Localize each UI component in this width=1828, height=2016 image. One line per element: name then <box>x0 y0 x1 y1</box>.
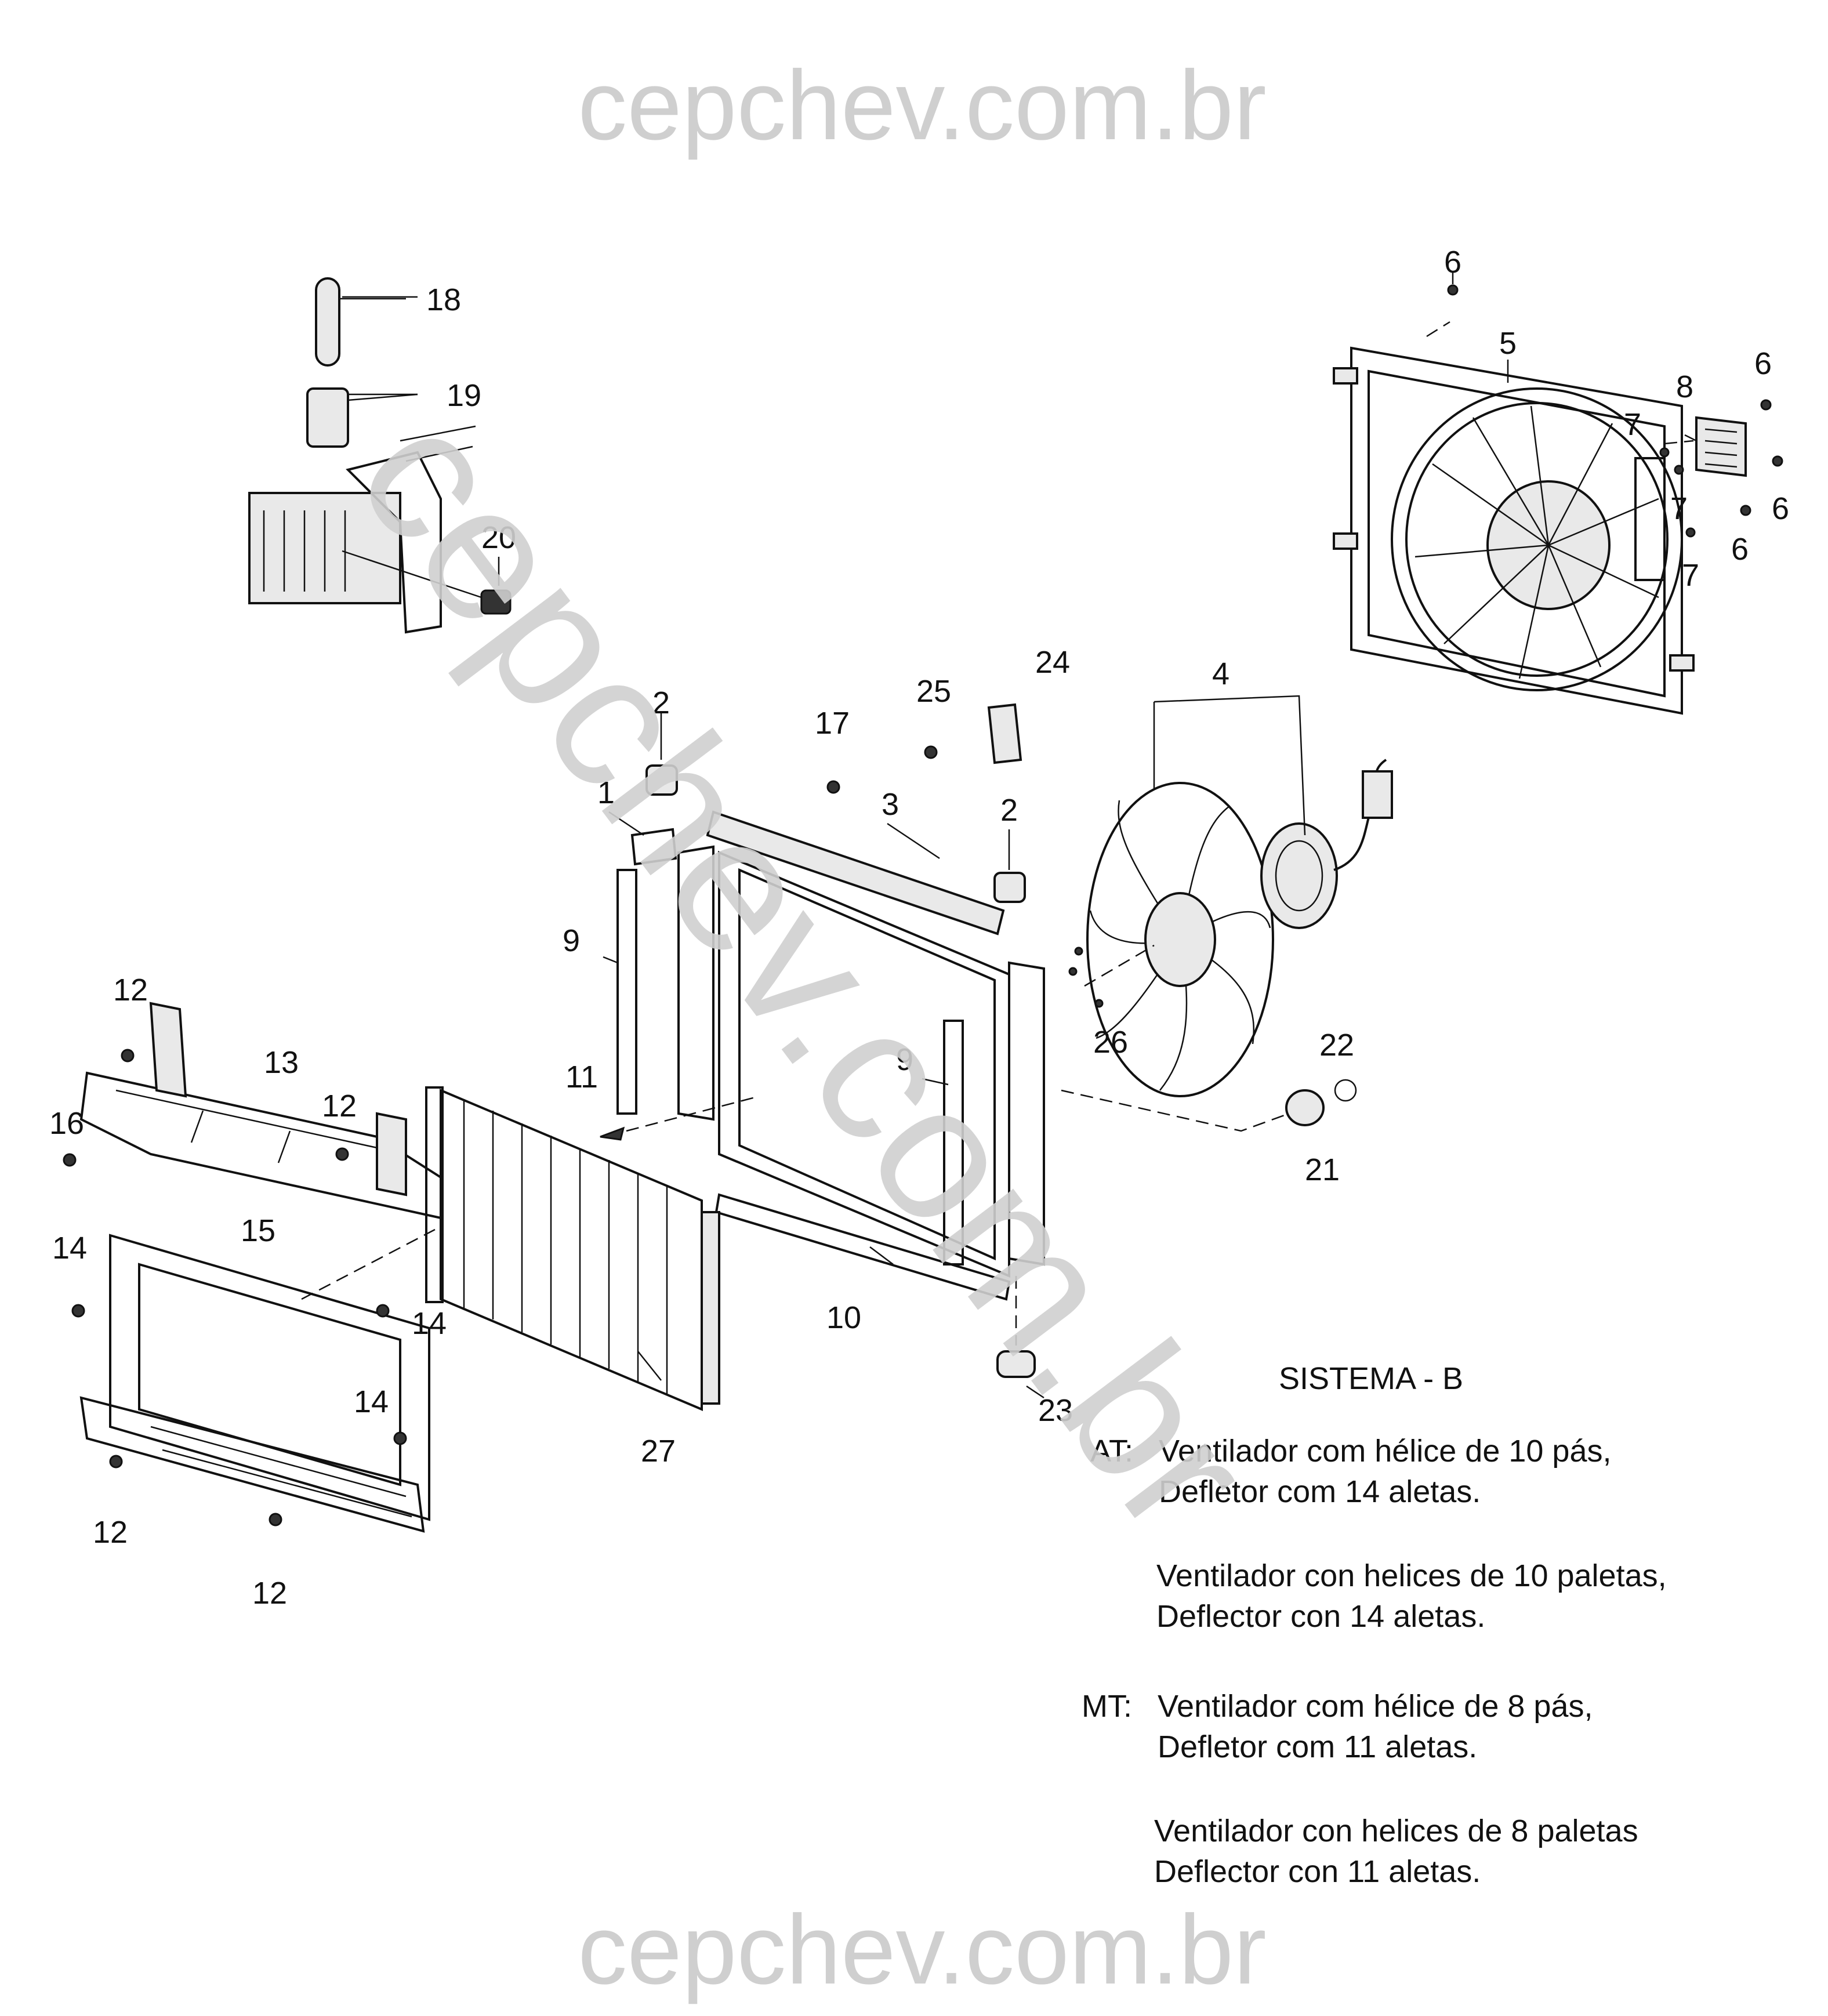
callout-12-top: 12 <box>113 973 148 1007</box>
callout-23: 23 <box>1038 1393 1073 1428</box>
callout-10: 10 <box>826 1300 861 1335</box>
bracket-24 <box>987 703 1022 764</box>
sleeve-19 <box>306 387 349 448</box>
grommet-2-right <box>993 872 1026 903</box>
callout-4: 4 <box>1212 657 1229 691</box>
seal-9-left <box>616 869 637 1115</box>
callout-1: 1 <box>597 775 615 810</box>
callout-15: 15 <box>241 1213 275 1248</box>
callout-labels: 18 19 20 2 1 17 3 25 24 2 4 6 5 6 8 7 7 … <box>49 245 1789 1611</box>
seal-10 <box>714 1193 1011 1301</box>
watermark-bottom: cepchev.com.br <box>578 1895 1266 2005</box>
legend-mt-es-line1: Ventilador con helices de 8 paletas <box>1154 1814 1638 1848</box>
callout-14-left: 14 <box>52 1231 87 1266</box>
callout-20: 20 <box>481 520 516 555</box>
legend-mt-pt-line2: Defletor com 11 aletas. <box>1158 1729 1477 1764</box>
callout-9-left: 9 <box>563 923 580 958</box>
callout-12-bottom-left: 12 <box>93 1515 128 1550</box>
callout-26: 26 <box>1093 1025 1128 1060</box>
callout-7-3: 7 <box>1682 558 1699 593</box>
legend-at-pt-line1: Ventilador com hélice de 10 pás, <box>1159 1434 1612 1469</box>
callout-9-right: 9 <box>896 1042 913 1077</box>
callout-14-right-top: 14 <box>412 1306 447 1341</box>
callout-11: 11 <box>565 1060 598 1094</box>
callout-13: 13 <box>264 1045 299 1080</box>
callout-6-right-1: 6 <box>1754 346 1772 381</box>
callout-27: 27 <box>641 1434 676 1469</box>
reservoir-bracket <box>346 451 442 634</box>
callout-7-2: 7 <box>1670 491 1688 526</box>
callout-6-right-3: 6 <box>1731 532 1749 567</box>
callout-22: 22 <box>1319 1028 1354 1063</box>
bolt-25 <box>924 745 938 759</box>
grommet-23 <box>996 1350 1036 1378</box>
callout-14-right-bottom: 14 <box>354 1384 389 1419</box>
fan-resistor-8 <box>1664 416 1747 477</box>
callout-18: 18 <box>426 282 461 317</box>
callout-8: 8 <box>1676 369 1693 404</box>
screw-11 <box>600 1126 625 1141</box>
callout-3: 3 <box>882 787 899 822</box>
reservoir-assembly <box>248 277 512 634</box>
fan-blade-motor-4 <box>1084 695 1393 1097</box>
watermark-top: cepchev.com.br <box>578 50 1266 161</box>
callout-2-left: 2 <box>652 686 670 720</box>
watermark-diagonal: cepchev.com.br <box>317 373 1294 1570</box>
legend-mt-pt-line1: Ventilador com hélice de 8 pás, <box>1158 1689 1593 1724</box>
legend-at-pt-line2: Defletor com 14 aletas. <box>1159 1474 1481 1509</box>
leader-lines <box>339 273 1697 1399</box>
legend-mt-es-line2: Deflector con 11 aletas. <box>1154 1854 1481 1889</box>
callout-5: 5 <box>1499 326 1517 361</box>
radiator-3 <box>600 703 1357 1378</box>
lower-deflector-15 <box>71 1228 436 1533</box>
thermo-switch-21 <box>1285 1089 1325 1126</box>
fan-shroud <box>1333 321 1695 715</box>
bolt-17 <box>826 780 840 794</box>
callout-17: 17 <box>815 706 850 741</box>
callout-2-right: 2 <box>1000 793 1018 828</box>
callout-16: 16 <box>49 1106 84 1141</box>
upper-deflector-13 <box>63 1002 442 1220</box>
legend-block: SISTEMA - B AT: Ventilador com hélice de… <box>1082 1361 1667 1889</box>
callout-6-top: 6 <box>1444 245 1461 280</box>
callout-21: 21 <box>1305 1152 1340 1187</box>
callout-19: 19 <box>447 378 481 413</box>
callout-7-1: 7 <box>1624 407 1641 442</box>
callout-12-bottom-mid: 12 <box>252 1576 287 1611</box>
screws-6-7 <box>1447 284 1783 538</box>
callout-25: 25 <box>916 674 951 709</box>
nut-20 <box>480 589 512 615</box>
clip-16 <box>63 1153 77 1167</box>
legend-at-es-line2: Deflector con 14 aletas. <box>1156 1599 1485 1634</box>
legend-at-label: AT: <box>1090 1434 1133 1469</box>
legend-at-es-line1: Ventilador con helices de 10 paletas, <box>1156 1558 1667 1593</box>
callout-12-mid: 12 <box>322 1089 357 1123</box>
legend-title: SISTEMA - B <box>1279 1361 1463 1396</box>
clip-22 <box>1334 1079 1357 1102</box>
condenser-27 <box>425 1086 720 1412</box>
grommet-2-left <box>645 764 678 796</box>
legend-mt-label: MT: <box>1082 1689 1132 1724</box>
callout-6-right-2: 6 <box>1772 491 1789 526</box>
hose-18 <box>315 277 340 367</box>
callout-24: 24 <box>1035 645 1070 680</box>
